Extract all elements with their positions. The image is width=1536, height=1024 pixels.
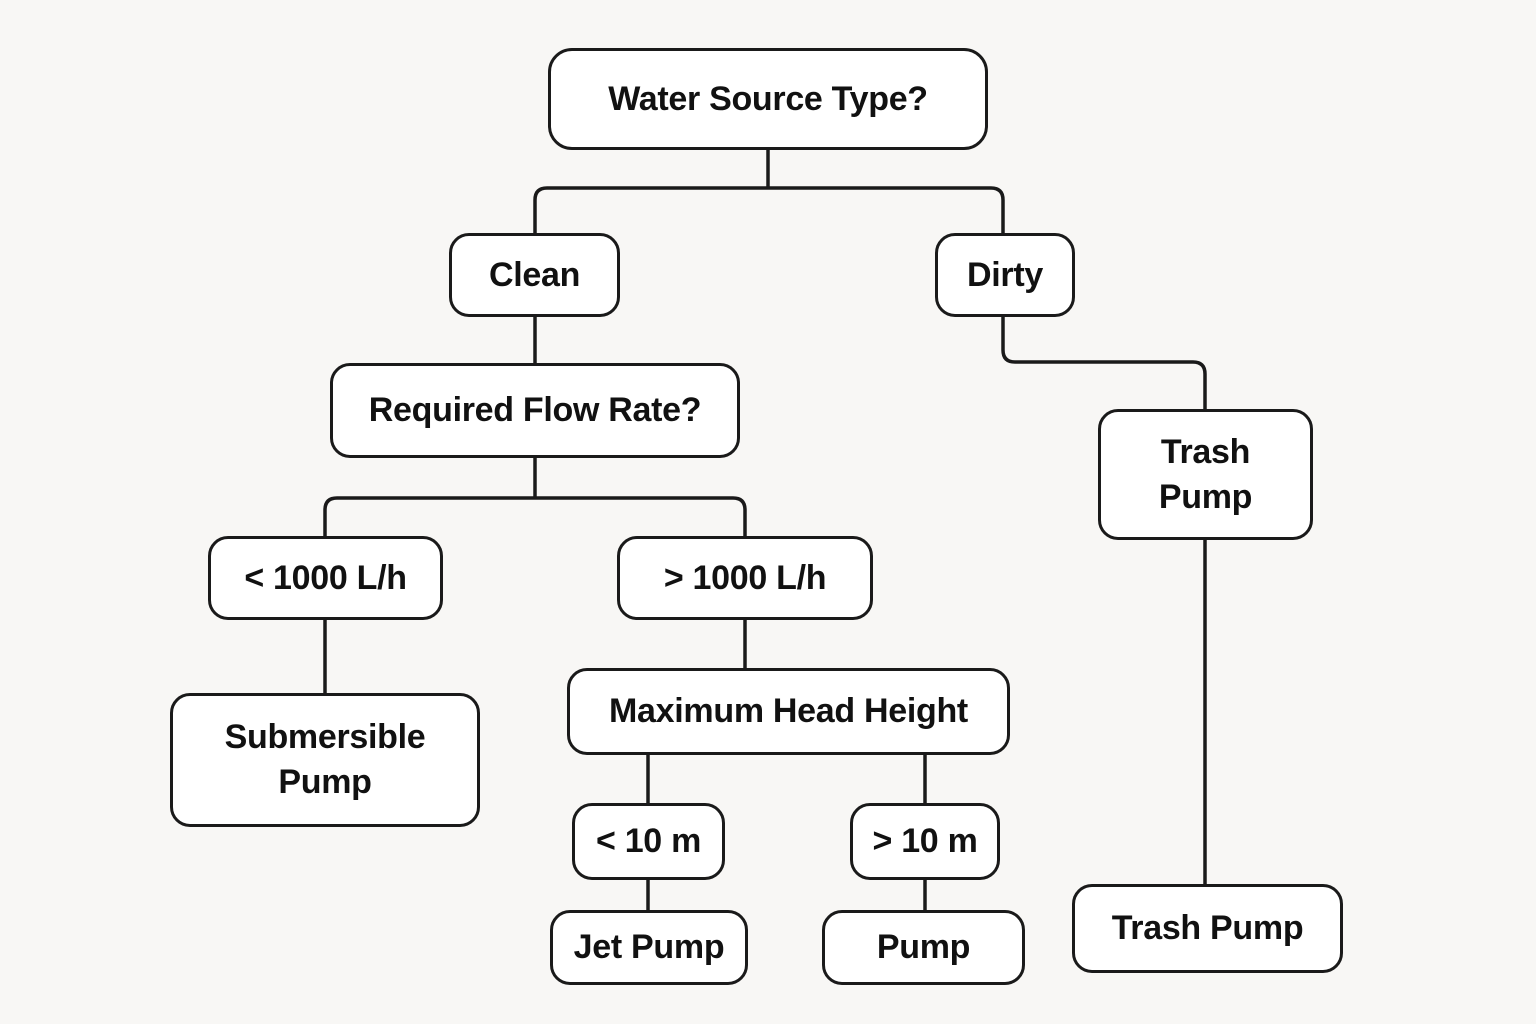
node-label: Trash Pump	[1111, 909, 1304, 948]
connector-dirty-trash	[1001, 317, 1207, 409]
node-label: Required Flow Rate?	[368, 391, 702, 430]
node-flow-lt-1000: < 1000 L/h	[208, 536, 443, 620]
node-label: < 1000 L/h	[244, 558, 407, 597]
node-flow-gt-1000: > 1000 L/h	[617, 536, 873, 620]
connector-flowrate-split	[323, 496, 747, 536]
node-label: > 10 m	[872, 822, 978, 861]
node-water-source-type: Water Source Type?	[548, 48, 988, 150]
node-dirty: Dirty	[935, 233, 1075, 317]
node-clean: Clean	[449, 233, 620, 317]
node-label: Trash Pump	[1158, 432, 1253, 516]
connector-root-split	[533, 186, 1005, 233]
node-label: Clean	[488, 255, 581, 294]
node-trash-pump-result: Trash Pump	[1072, 884, 1343, 973]
node-label: > 1000 L/h	[663, 558, 827, 597]
node-submersible-pump: Submersible Pump	[170, 693, 480, 827]
node-label: Maximum Head Height	[609, 692, 968, 731]
node-label: Water Source Type?	[608, 79, 928, 118]
node-label: Submersible Pump	[224, 718, 426, 801]
node-head-gt-10m: > 10 m	[850, 803, 1000, 880]
node-label: Pump	[876, 928, 971, 967]
node-head-lt-10m: < 10 m	[572, 803, 725, 880]
node-pump: Pump	[822, 910, 1025, 985]
node-maximum-head-height: Maximum Head Height	[567, 668, 1010, 755]
node-label: Dirty	[967, 255, 1043, 294]
node-required-flow-rate: Required Flow Rate?	[330, 363, 740, 458]
node-jet-pump: Jet Pump	[550, 910, 748, 985]
node-trash-pump: Trash Pump	[1098, 409, 1313, 540]
node-label: < 10 m	[596, 822, 701, 861]
node-label: Jet Pump	[573, 928, 725, 967]
